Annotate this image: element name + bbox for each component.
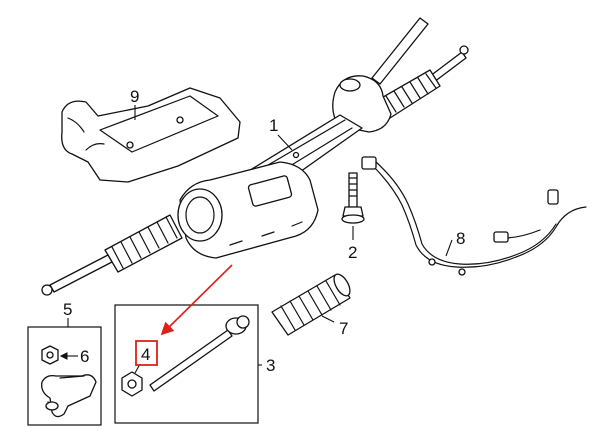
callout-3: 3 — [266, 356, 275, 375]
callout-2: 2 — [348, 243, 357, 262]
callout-9: 9 — [130, 87, 139, 106]
callout-6: 6 — [80, 347, 89, 366]
left-bellow — [104, 214, 183, 273]
callout-5: 5 — [63, 300, 72, 319]
mounting-bolt — [341, 172, 365, 224]
tie-rod-end-nut — [41, 345, 59, 365]
bellow-boot — [271, 273, 351, 336]
highlight-box-4 — [135, 340, 158, 366]
callout-8: 8 — [456, 229, 465, 248]
callout-4: 4 — [141, 345, 150, 364]
inner-tie-rod — [149, 315, 250, 392]
heat-shield — [61, 87, 241, 183]
outer-tie-rod-end — [41, 374, 97, 418]
highlight-arrow — [160, 264, 233, 336]
inner-tie-rod-group-box — [114, 304, 259, 424]
callout-7: 7 — [339, 319, 348, 338]
tie-rod-nut — [121, 371, 143, 397]
callout-1: 1 — [269, 116, 278, 135]
motor-unit — [177, 161, 319, 259]
steering-rack-assembly — [41, 17, 469, 296]
outer-tie-rod-group-box — [27, 326, 102, 426]
wiring-harness — [361, 156, 587, 276]
